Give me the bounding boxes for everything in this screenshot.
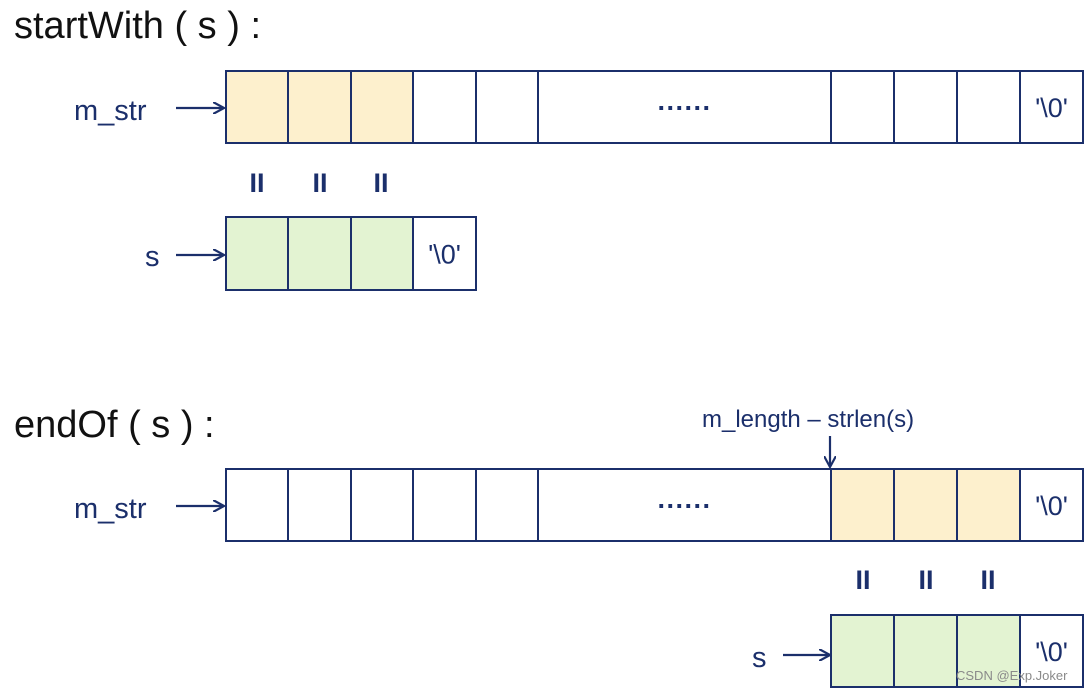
equal-mark: II bbox=[249, 168, 264, 198]
array-cell bbox=[1019, 70, 1084, 144]
array-cell bbox=[537, 468, 832, 542]
array-cell bbox=[287, 216, 352, 291]
watermark: CSDN @Exp.Joker bbox=[956, 668, 1068, 683]
array-cell bbox=[830, 70, 895, 144]
array-cell bbox=[350, 468, 414, 542]
startwith-s-array: '\0' bbox=[225, 216, 477, 291]
array-cell bbox=[287, 468, 352, 542]
ellipsis-cell-text: ······ bbox=[658, 93, 712, 123]
array-cell bbox=[893, 614, 958, 688]
array-cell bbox=[350, 216, 414, 291]
array-cell bbox=[830, 614, 895, 688]
equal-mark: II bbox=[918, 565, 933, 595]
startwith-section: startWith ( s ) : m_str ······ '\0' II II… bbox=[14, 5, 1084, 291]
array-cell bbox=[1019, 614, 1084, 688]
endof-pointer-label: m_length – strlen(s) bbox=[702, 406, 914, 433]
array-cell bbox=[893, 70, 958, 144]
array-cell bbox=[350, 70, 414, 144]
startwith-equal-marks: II II II bbox=[249, 168, 388, 198]
null-terminator-text: '\0' bbox=[428, 240, 461, 270]
array-cell bbox=[412, 70, 477, 144]
null-terminator-text: '\0' bbox=[1035, 637, 1068, 667]
array-cell bbox=[956, 70, 1021, 144]
endof-mstr-label: m_str bbox=[74, 493, 147, 525]
startwith-s-label: s bbox=[145, 241, 160, 273]
null-terminator-text: '\0' bbox=[1035, 93, 1068, 123]
endof-s-label: s bbox=[752, 642, 767, 674]
ellipsis-cell-text: ······ bbox=[658, 491, 712, 521]
startwith-mstr-label: m_str bbox=[74, 95, 147, 127]
array-cell bbox=[475, 468, 539, 542]
endof-title: endOf ( s ) : bbox=[14, 404, 215, 446]
equal-mark: II bbox=[855, 565, 870, 595]
equal-mark: II bbox=[980, 565, 995, 595]
endof-mstr-array: ······ '\0' bbox=[225, 468, 1084, 542]
equal-mark: II bbox=[373, 168, 388, 198]
array-cell bbox=[225, 468, 289, 542]
endof-section: endOf ( s ) : m_length – strlen(s) m_str… bbox=[14, 404, 1084, 688]
array-cell bbox=[412, 216, 477, 291]
array-cell bbox=[1019, 468, 1084, 542]
null-terminator-text: '\0' bbox=[1035, 491, 1068, 521]
array-cell bbox=[287, 70, 352, 144]
array-cell bbox=[893, 468, 958, 542]
array-cell bbox=[830, 468, 895, 542]
endof-equal-marks: II II II bbox=[855, 565, 995, 595]
startwith-title: startWith ( s ) : bbox=[14, 5, 261, 47]
array-cell bbox=[225, 70, 289, 144]
startwith-mstr-array: ······ '\0' bbox=[225, 70, 1084, 144]
equal-mark: II bbox=[312, 168, 327, 198]
array-cell bbox=[225, 216, 289, 291]
endof-s-array: '\0' bbox=[830, 614, 1084, 688]
array-cell bbox=[956, 468, 1021, 542]
array-cell bbox=[475, 70, 539, 144]
array-cell bbox=[412, 468, 477, 542]
